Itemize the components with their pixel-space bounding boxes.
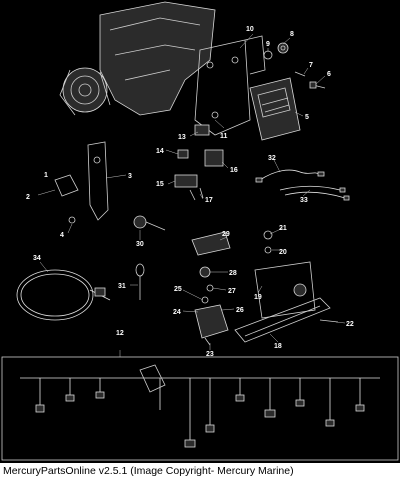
callout-6: 6 [327,71,331,78]
gear-housing [234,230,339,343]
callout-2: 2 [26,194,30,201]
callout-5: 5 [305,114,309,121]
callout-11: 11 [220,133,228,140]
callout-14: 14 [156,148,164,155]
callout-16: 16 [230,167,238,174]
callout-20: 20 [279,249,287,256]
small-harnesses [255,169,350,201]
callout-34: 34 [33,255,41,262]
callout-29: 29 [222,231,230,238]
coiled-cable [16,269,111,321]
ecm-module [249,77,301,141]
leader-lines [37,33,346,357]
callout-33: 33 [300,197,308,204]
callout-labels: 1 2 3 4 5 6 7 8 9 10 11 12 13 14 15 16 1… [26,26,354,358]
callout-31: 31 [118,283,126,290]
callout-26: 26 [236,307,244,314]
callout-19: 19 [254,294,262,301]
callout-25: 25 [174,286,182,293]
callout-3: 3 [128,173,132,180]
callout-10: 10 [246,26,254,33]
callout-9: 9 [266,41,270,48]
callout-30: 30 [136,241,144,248]
callout-1: 1 [44,172,48,179]
callout-13: 13 [178,134,186,141]
side-bracket [54,141,109,224]
callout-32: 32 [268,155,276,162]
callout-28: 28 [229,270,237,277]
callout-17: 17 [205,197,213,204]
copyright-caption: MercuryPartsOnline v2.5.1 (Image Copyrig… [0,463,400,480]
callout-15: 15 [156,181,164,188]
exploded-parts-diagram: 1 2 3 4 5 6 7 8 9 10 11 12 13 14 15 16 1… [1,1,399,461]
main-harness-box [1,356,399,461]
mounting-bracket [194,35,266,136]
callout-27: 27 [228,288,236,295]
callout-23: 23 [206,351,214,358]
fastener-set [263,42,326,89]
relay-components [174,124,224,201]
callout-12: 12 [116,330,124,337]
engine-assembly [59,1,216,116]
callout-22: 22 [346,321,354,328]
callout-7: 7 [309,62,313,69]
actuator-assembly [191,231,231,346]
callout-24: 24 [173,309,181,316]
callout-21: 21 [279,225,287,232]
sensor [133,215,166,231]
callout-18: 18 [274,343,282,350]
clamp [135,263,145,300]
callout-4: 4 [60,232,64,239]
callout-8: 8 [290,31,294,38]
